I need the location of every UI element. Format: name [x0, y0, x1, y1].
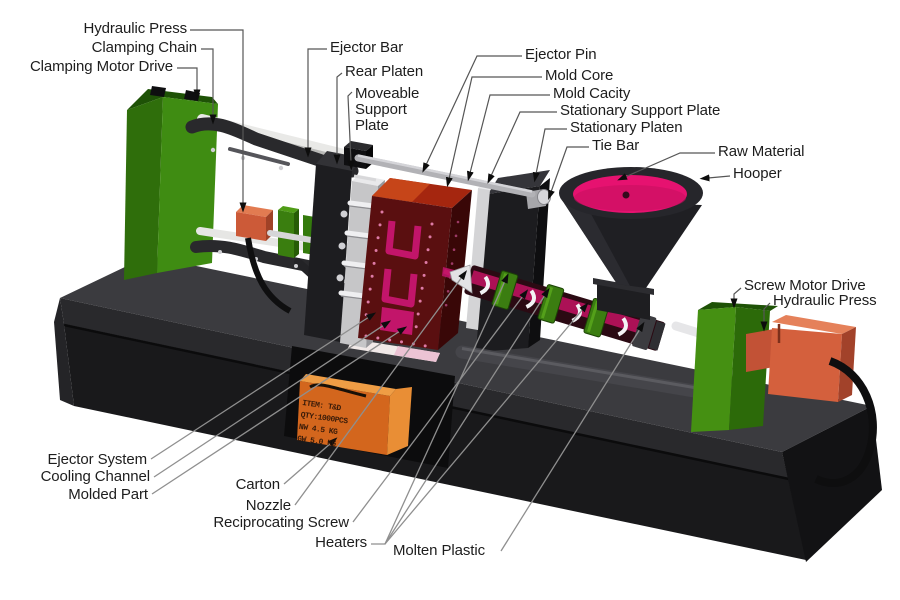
label-stationary-platen: Stationary Platen: [570, 119, 683, 136]
tie-bar-end-knob: [537, 189, 551, 205]
leader-clamping-chain: [201, 48, 217, 125]
clamp-cable: [245, 237, 292, 314]
support-rail: [455, 345, 707, 399]
leader-screw-motor-drive: [730, 287, 742, 309]
label-hydraulic-press-right: Hydraulic Press: [773, 292, 877, 309]
hydraulic-press-right-block: [746, 315, 856, 402]
drive-cable: [814, 357, 877, 487]
label-clamping-motor-drive: Clamping Motor Drive: [29, 58, 173, 75]
leader-carton: [283, 437, 338, 485]
label-hooper: Hooper: [733, 165, 782, 182]
stationary-platen-part: [466, 170, 551, 352]
label-molten-plastic: Molten Plastic: [393, 542, 485, 559]
label-clamping-chain: Clamping Chain: [91, 39, 197, 56]
leader-ejector-pin: [422, 55, 522, 173]
molded-part-piece: [348, 339, 440, 362]
label-carton: Carton: [235, 476, 281, 493]
leader-ejector-bar: [304, 48, 327, 158]
label-ejector-bar: Ejector Bar: [330, 39, 404, 56]
leader-stationary-platen: [532, 128, 567, 183]
clamping-chain-arm-upper: [185, 117, 359, 178]
barrel-and-screw: [464, 265, 666, 351]
mold-core-face: [358, 196, 452, 350]
label-tie-bar: Tie Bar: [592, 137, 640, 154]
label-raw-material: Raw Material: [718, 143, 805, 160]
leader-stationary-support-plate: [487, 111, 557, 184]
label-heaters: Heaters: [315, 534, 367, 551]
tie-bar-rod: [354, 154, 536, 198]
clamping-motor-top: [127, 89, 218, 110]
label-ejector-system: Ejector System: [47, 451, 148, 468]
leader-heaters-2: [384, 287, 550, 545]
leader-clamping-motor-drive: [177, 67, 201, 100]
clamping-chain-arm-lower: [190, 239, 358, 281]
leader-cooling-channel: [153, 320, 392, 478]
carton-scribble-mark: [309, 383, 367, 398]
leader-nozzle: [294, 270, 468, 506]
leader-tie-bar: [548, 146, 589, 201]
label-mold-core: Mold Core: [545, 67, 614, 84]
leader-hydraulic-press-left: [190, 29, 247, 213]
leader-moveable-support-plate: [347, 91, 355, 171]
leader-ejector-system: [150, 312, 377, 460]
leader-raw-material: [617, 152, 715, 181]
hydraulic-press-left-block: [236, 205, 273, 241]
label-moveable-support-plate: Moveable Support Plate: [355, 85, 420, 134]
mold-block: [358, 178, 472, 350]
label-ejector-pin: Ejector Pin: [525, 46, 597, 63]
label-mold-cacity: Mold Cacity: [553, 85, 631, 102]
label-hydraulic-press-left: Hydraulic Press: [83, 20, 187, 37]
leader-molten-plastic: [500, 321, 645, 552]
leader-rear-platen: [333, 72, 343, 165]
label-reciprocating-screw: Reciprocating Screw: [213, 514, 349, 531]
screw-motor-drive-box: [691, 307, 736, 432]
leader-hydraulic-press-right: [760, 302, 771, 332]
leader-hooper: [699, 174, 731, 182]
leader-mold-core: [445, 76, 542, 188]
leader-mold-cacity: [466, 94, 550, 182]
leader-molded-part: [151, 326, 408, 495]
hopper: [559, 167, 703, 320]
injection-unit: [443, 167, 707, 399]
label-stationary-support-plate: Stationary Support Plate: [560, 102, 721, 119]
label-nozzle: Nozzle: [245, 497, 291, 514]
label-screw-motor-drive: Screw Motor Drive: [744, 277, 866, 294]
leader-reciprocating-screw: [352, 289, 529, 523]
screw-drive-unit: [691, 302, 877, 487]
label-molded-part: Molded Part: [68, 486, 148, 503]
label-cooling-channel: Cooling Channel: [40, 468, 151, 485]
leader-lines: [150, 29, 771, 552]
leader-heaters-3: [384, 302, 589, 545]
label-rear-platen: Rear Platen: [345, 63, 424, 80]
carton-box: [284, 346, 455, 468]
